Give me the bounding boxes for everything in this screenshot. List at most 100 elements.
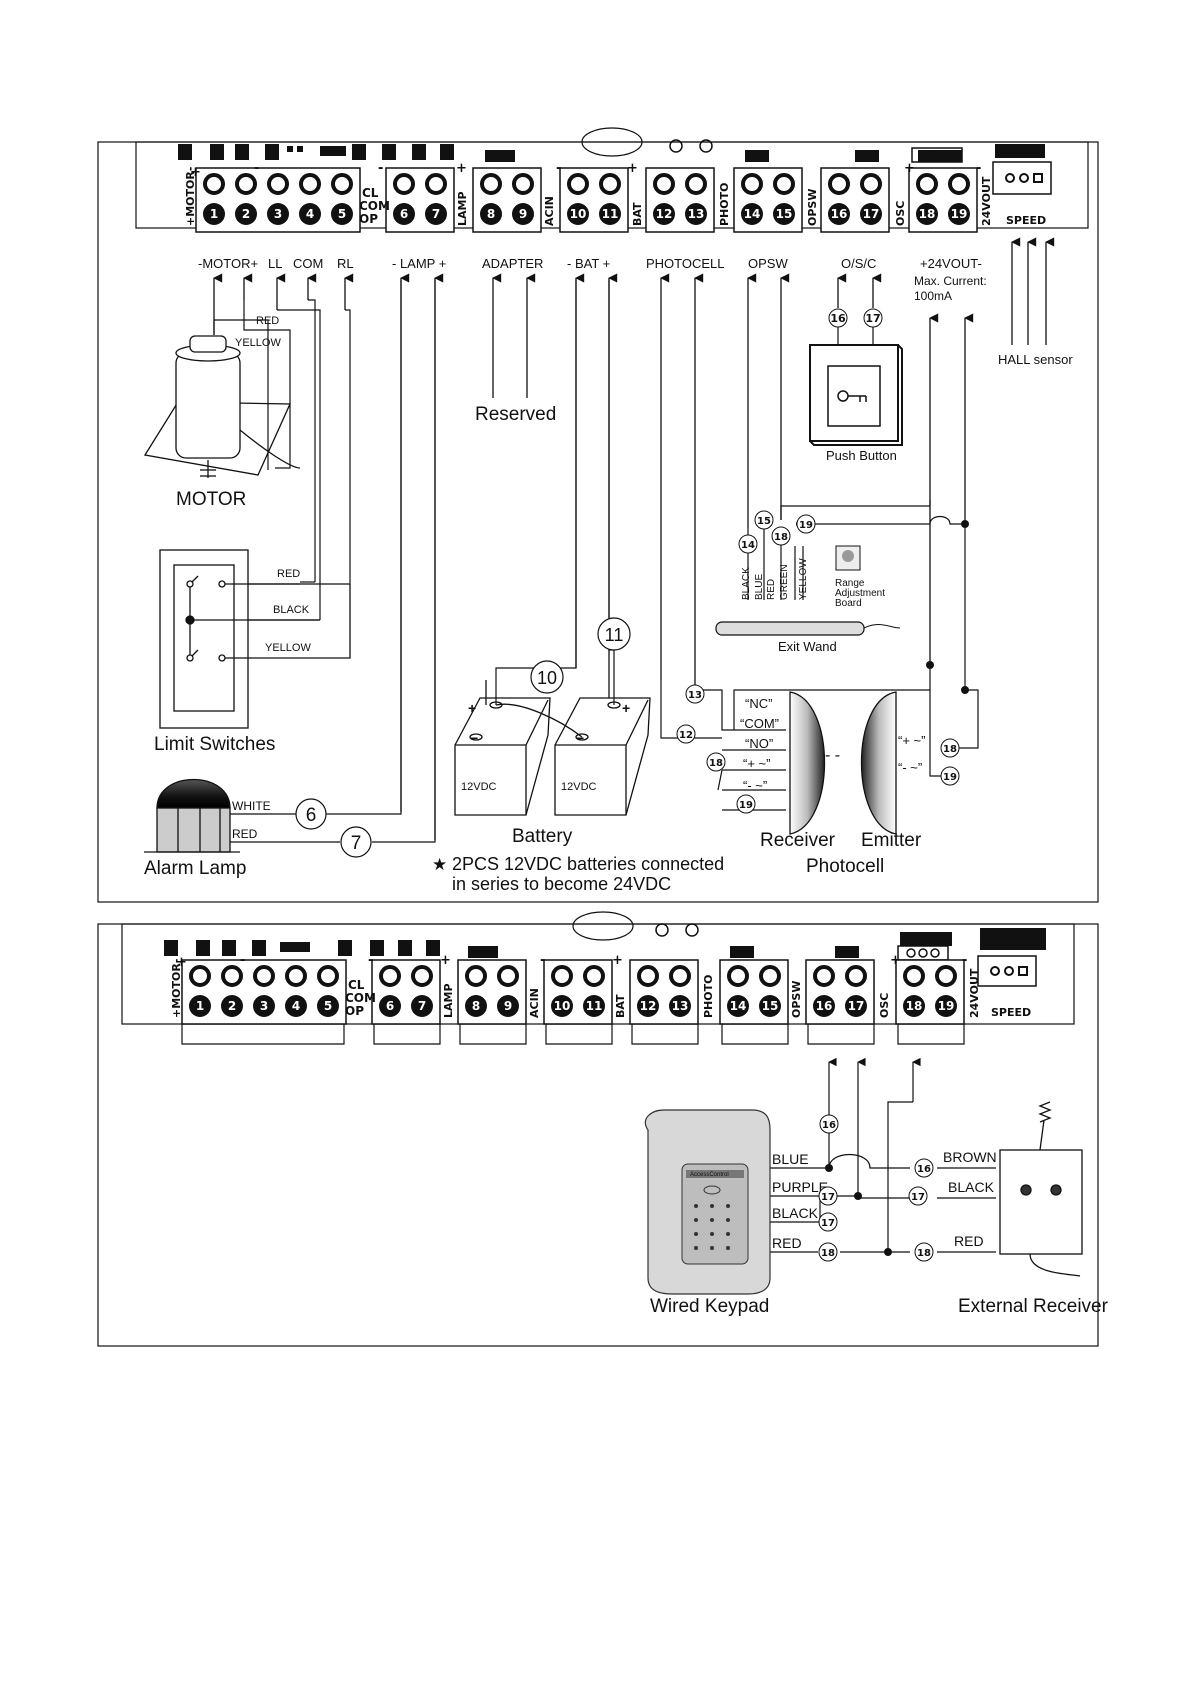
- bottom-label-plus: +: [440, 953, 451, 968]
- terminal-headers: -MOTOR+ LL COM RL - LAMP + ADAPTER - BAT…: [198, 256, 1073, 367]
- emitter-label: Emitter: [861, 830, 922, 851]
- ref-marker-text-18: 18: [821, 1248, 835, 1259]
- bottom-terminal-18: [903, 995, 925, 1017]
- ref-marker-18: [706, 752, 726, 772]
- ref-marker-16: [819, 1114, 839, 1134]
- battery-plus-1: +: [468, 700, 476, 716]
- top-screw-3: [267, 173, 289, 195]
- motor-wire-red: RED: [256, 315, 279, 327]
- ref-marker-14: [738, 534, 758, 554]
- top-terminal-15: [773, 203, 795, 225]
- battery-minus-2: −: [576, 730, 584, 746]
- photocell-header: PHOTOCELL: [646, 256, 725, 271]
- svg-text:16: 16: [830, 312, 846, 325]
- top-label-plus: +: [456, 161, 467, 176]
- bottom-terminal-number-13: 13: [672, 999, 689, 1013]
- ref-marker-text-18: 18: [709, 758, 723, 769]
- top-screw-13: [685, 173, 707, 195]
- range-board-illustration: [835, 545, 861, 571]
- opsw-header: OPSW: [748, 256, 788, 271]
- bottom-screw-11: [583, 965, 605, 987]
- battery-cell-1-label: 12VDC: [461, 781, 497, 793]
- bottom-terminal-number-5: 5: [324, 999, 332, 1013]
- alarm-wire-white: WHITE: [232, 799, 271, 813]
- emitter-minus: “- ~”: [898, 760, 922, 775]
- ref-6-circle: 6: [295, 798, 327, 830]
- top-label-minus: -: [254, 161, 259, 176]
- bottom-terminal-16: [813, 995, 835, 1017]
- top-terminal-14: [741, 203, 763, 225]
- ref-marker-text-14: 14: [741, 540, 755, 551]
- bottom-screw-13: [669, 965, 691, 987]
- bottom-terminal-number-4: 4: [292, 999, 300, 1013]
- bottom-label-photo: PHOTO: [702, 975, 715, 1018]
- photocell-label: Photocell: [806, 856, 884, 877]
- ref-marker-18: [818, 1242, 838, 1262]
- ref-marker-17: [818, 1212, 838, 1232]
- top-label-speed: SPEED: [1006, 214, 1046, 227]
- top-screw-2: [235, 173, 257, 195]
- receiver-nc: “NC”: [745, 696, 772, 711]
- ll-header: LL: [268, 256, 282, 271]
- battery-note-line-1: 2PCS 12VDC batteries connected: [452, 854, 724, 874]
- push-button-label: Push Button: [826, 448, 897, 463]
- top-terminal-number-9: 9: [519, 207, 527, 221]
- bottom-junction-3: [884, 1248, 892, 1256]
- wired-keypad-illustration: [644, 1109, 771, 1295]
- ref-marker-text-17: 17: [911, 1192, 925, 1203]
- bottom-screw-10: [551, 965, 573, 987]
- range-board-line-1: Range: [835, 578, 865, 589]
- bottom-terminal-number-19: 19: [938, 999, 955, 1013]
- keypad-wire-red: RED: [772, 1235, 802, 1251]
- receiver-wire-labels: BROWN BLACK RED: [943, 1149, 997, 1249]
- top-terminal-number-17: 17: [863, 207, 880, 221]
- ref-marker-text-16: 16: [917, 1164, 931, 1175]
- bottom-terminal-19: [935, 995, 957, 1017]
- keypad-wire-black: BLACK: [772, 1205, 819, 1221]
- bottom-label-acin: ACIN: [528, 988, 541, 1018]
- top-screw-19: [948, 173, 970, 195]
- bottom-terminal-13: [669, 995, 691, 1017]
- ref-7-circle: 7: [340, 826, 372, 858]
- ref-11-circle: 11: [597, 617, 631, 651]
- bottom-terminal-17: [845, 995, 867, 1017]
- top-screw-4: [299, 173, 321, 195]
- top-screw-18: [916, 173, 938, 195]
- osc-header: O/S/C: [841, 256, 876, 271]
- top-terminal-number-8: 8: [487, 207, 495, 221]
- bottom-label-plus: +: [176, 955, 187, 970]
- top-screw-9: [512, 173, 534, 195]
- photocell-terminal-labels: “NC” “COM” “NO” “+ ~” “- ~” “+ ~” “- ~”: [740, 696, 925, 793]
- top-terminal-10: [567, 203, 589, 225]
- bottom-label-cl: CL: [348, 978, 365, 992]
- keypad-brand: AccessControl: [690, 1172, 729, 1178]
- top-label-plus: +: [190, 165, 201, 180]
- receiver-minus: “- ~”: [743, 778, 767, 793]
- range-board-line-2: Adjustment: [835, 588, 885, 599]
- bottom-screw-15: [759, 965, 781, 987]
- top-terminal-number-3: 3: [274, 207, 282, 221]
- top-screw-12: [653, 173, 675, 195]
- junction-dot-1: [926, 661, 934, 669]
- top-screw-17: [860, 173, 882, 195]
- top-terminal-5: [331, 203, 353, 225]
- top-terminal-9: [512, 203, 534, 225]
- top-terminal-number-16: 16: [831, 207, 848, 221]
- top-terminal-number-11: 11: [602, 207, 619, 221]
- top-screw-16: [828, 173, 850, 195]
- bottom-label-bat: BAT: [614, 994, 627, 1018]
- ref-marker-18: [914, 1242, 934, 1262]
- bottom-label-speed: SPEED: [991, 1006, 1031, 1019]
- motor-illustration: [143, 335, 301, 478]
- ref-marker-13: [685, 684, 705, 704]
- limit-switches-label: Limit Switches: [154, 734, 275, 755]
- top-terminal-16: [828, 203, 850, 225]
- top-terminal-2: [235, 203, 257, 225]
- ref-marker-text-18: 18: [774, 532, 788, 543]
- bottom-label-motor: +MOTOR-: [170, 959, 183, 1018]
- ref-marker-19: [940, 766, 960, 786]
- emitter-plus: “+ ~”: [898, 733, 925, 748]
- battery-star: ★: [432, 855, 447, 874]
- top-terminal-4: [299, 203, 321, 225]
